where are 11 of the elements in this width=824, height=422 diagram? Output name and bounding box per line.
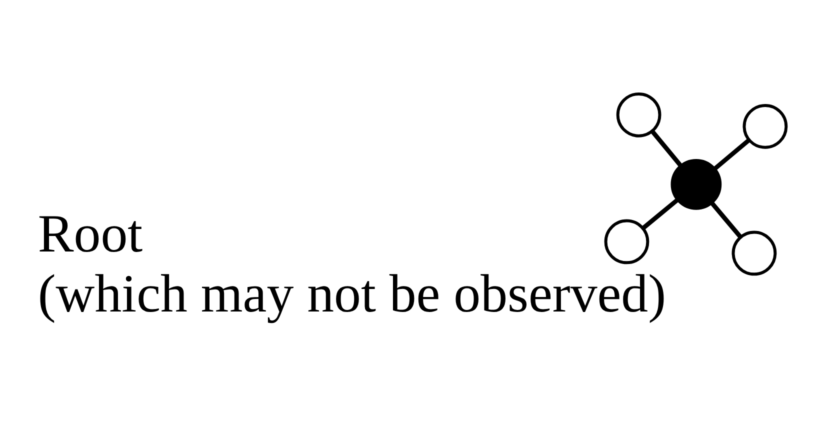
connector (714, 138, 750, 170)
node-circle (616, 92, 662, 138)
connector (650, 130, 682, 167)
connector (710, 202, 742, 238)
connector (642, 198, 679, 230)
node-circle (742, 104, 788, 149)
node-label: Root (38, 203, 143, 264)
node-label: (which may not be observed) (38, 263, 666, 324)
node-circle (670, 158, 722, 210)
node-circle (732, 230, 777, 276)
node-circle (604, 219, 650, 264)
